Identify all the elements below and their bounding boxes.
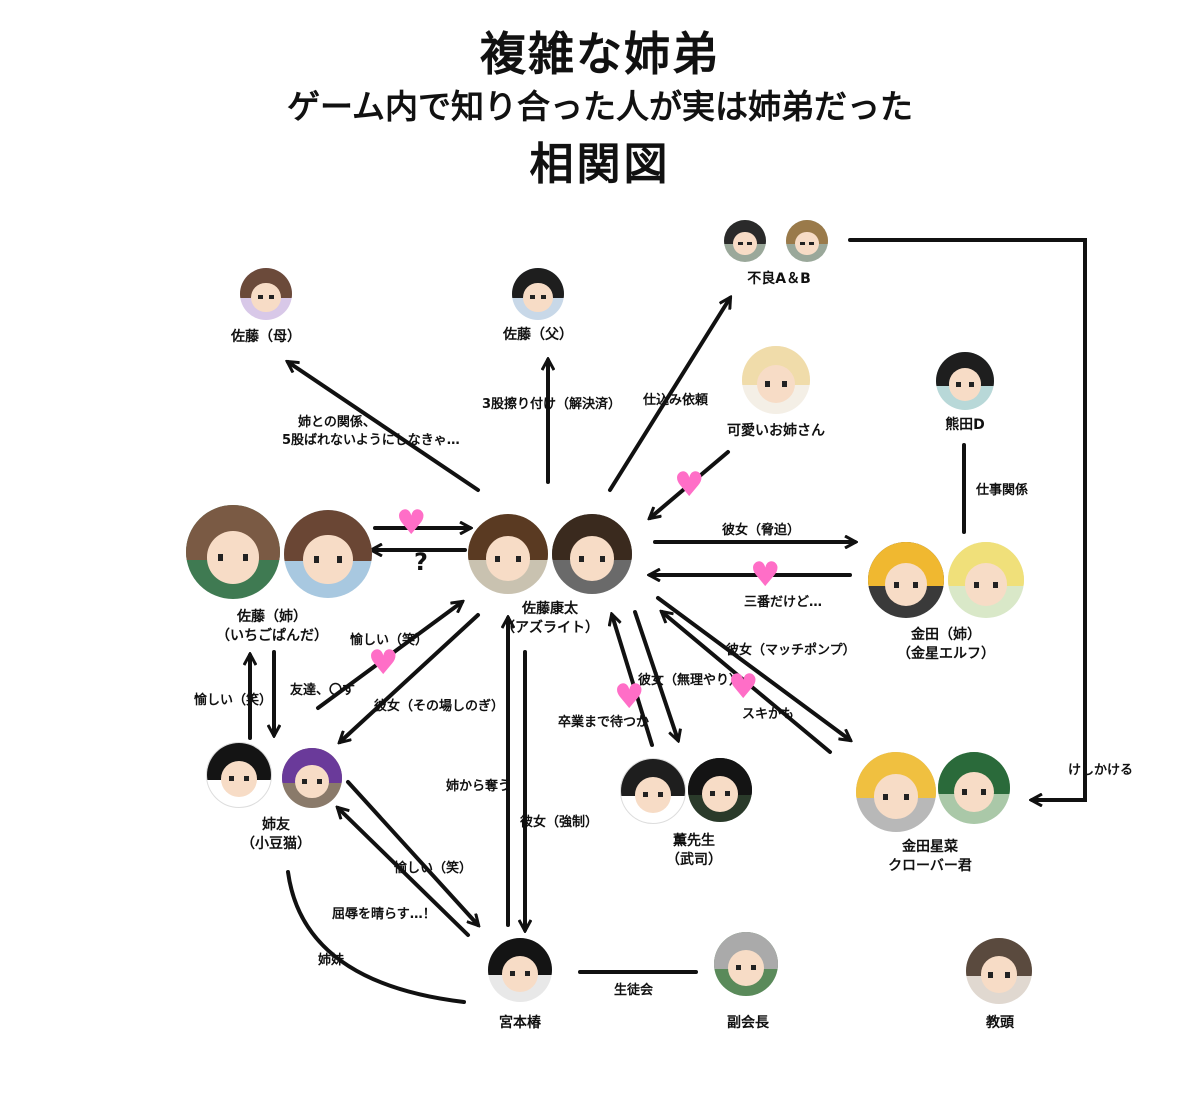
edge-siblings: [286, 870, 466, 1004]
label-to-mother-2: 5股ばれないようにしなきゃ…: [282, 433, 460, 448]
avatar-azuki-neko: [282, 748, 342, 808]
edge-chase: [848, 238, 1087, 800]
edge-miyamoto-friend: [338, 808, 470, 937]
avatar-azurite: [552, 514, 632, 594]
label-from-friend: 愉しい（笑）: [350, 633, 429, 648]
avatar-kawaii-onesan: [742, 346, 810, 414]
avatar-kumada: [936, 352, 994, 410]
name-sato-sister-alias: （いちごぱんだ）: [216, 628, 328, 644]
name-delinquents: 不良A＆B: [747, 271, 811, 287]
label-friend-from-miyamoto: 屈辱を晴らす…！: [332, 907, 436, 922]
avatar-takeshi: [688, 758, 752, 822]
name-kawaii-onesan: 可愛いお姉さん: [727, 423, 825, 439]
heart-icon: ♥: [728, 667, 759, 707]
name-sister-friend: 姉友: [262, 817, 290, 833]
label-to-seina: 彼女（マッチポンプ）: [726, 643, 856, 658]
edge-kota-kaoru: [633, 610, 678, 740]
label-miyamoto-from-friend: 愉しい（笑）: [394, 861, 473, 876]
avatar-clover: [938, 752, 1010, 824]
heart-icon: ♥: [750, 555, 781, 595]
label-to-friend: 彼女（その場しのぎ）: [374, 699, 505, 714]
label-to-kaneda: 彼女（脅迫）: [722, 523, 801, 538]
avatar-kaneda-seina: [856, 752, 936, 832]
label-to-delinquents: 仕込み依頼: [643, 393, 709, 408]
heart-icon: ♥: [614, 677, 645, 717]
avatar-sister-friend: [206, 742, 272, 808]
name-vice-president: 副会長: [727, 1015, 769, 1031]
label-student-council: 生徒会: [614, 983, 654, 998]
label-from-kaneda: 三番だけど…: [744, 595, 823, 610]
label-chase: けしかける: [1068, 763, 1134, 778]
label-sister-from-friend: 愉しい（笑）: [194, 693, 273, 708]
edge-friend-miyamoto: [346, 780, 478, 925]
avatar-kaoru-sensei: [620, 758, 686, 824]
name-kaneda-sister-alias: （金星エルフ）: [897, 646, 995, 662]
edge-kaoru-kota: [612, 615, 654, 747]
name-kaneda-seina: 金田星菜: [902, 839, 958, 855]
avatar-delinquent-b: [786, 220, 828, 262]
name-kumada: 熊田D: [945, 417, 985, 433]
name-kaneda-sister: 金田（姉）: [911, 627, 981, 643]
label-to-kaoru: 彼女（無理やり）: [638, 673, 743, 688]
name-vice-principal: 教頭: [986, 1015, 1014, 1031]
name-sato-sister: 佐藤（姉）: [237, 609, 307, 625]
avatar-delinquent-a: [724, 220, 766, 262]
diagram-title: 複雑な姉弟: [480, 27, 720, 81]
name-sato-kota: 佐藤康太: [522, 601, 578, 617]
label-kota-to-miyamoto: 彼女（強制）: [520, 815, 599, 830]
avatar-sato-kota: [468, 514, 548, 594]
avatar-miyamoto: [488, 938, 552, 1002]
avatar-ichigopanda: [284, 510, 372, 598]
name-sato-kota-alias: （アズライト）: [501, 620, 599, 636]
edge-seina-kota: [662, 612, 832, 754]
heart-icon: ♥: [368, 643, 399, 683]
avatar-vice-president: [714, 932, 778, 996]
label-siblings: 姉妹: [318, 953, 345, 968]
avatar-sato-father: [512, 268, 564, 320]
edge-kota-friend: [340, 613, 480, 742]
heart-icon: ♥: [396, 503, 427, 543]
edge-kota-mother: [288, 362, 480, 492]
edge-onesan-kota: [650, 450, 730, 518]
label-from-seina: スキかも: [742, 707, 795, 722]
diagram-subtitle: ゲーム内で知り合った人が実は姉弟だった: [286, 87, 913, 126]
avatar-kaneda-sister: [868, 542, 944, 618]
name-kaneda-seina-alias: クローバー君: [888, 858, 972, 874]
label-to-father: 3股擦り付け（解決済）: [482, 397, 622, 412]
name-kaoru-sensei-alias: （武司）: [666, 852, 722, 868]
edge-friend-kota: [316, 602, 462, 710]
avatar-sato-mother: [240, 268, 292, 320]
edge-kota-delinquents: [608, 298, 730, 492]
name-sato-mother: 佐藤（母）: [231, 329, 301, 345]
diagram-heading: 相関図: [529, 139, 671, 190]
heart-icon: ♥: [674, 465, 705, 505]
avatar-vice-principal: [966, 938, 1032, 1004]
name-miyamoto: 宮本椿: [499, 1015, 541, 1031]
label-from-kaoru: 卒業まで待つか: [558, 715, 650, 730]
name-kaoru-sensei: 薫先生: [673, 833, 715, 849]
label-miyamoto-from-kota: 姉から奪う: [446, 779, 512, 794]
name-sister-friend-alias: （小豆猫）: [241, 836, 311, 852]
edge-kota-seina: [656, 596, 850, 740]
label-sister-to-friend: 友達、〇す: [290, 683, 356, 698]
label-kumada-work: 仕事関係: [976, 483, 1029, 498]
question-mark: ?: [414, 548, 428, 576]
name-sato-father: 佐藤（父）: [503, 327, 573, 343]
avatar-sato-sister: [186, 505, 280, 599]
avatar-venus-elf: [948, 542, 1024, 618]
label-to-mother: 姉との関係、: [298, 415, 376, 430]
